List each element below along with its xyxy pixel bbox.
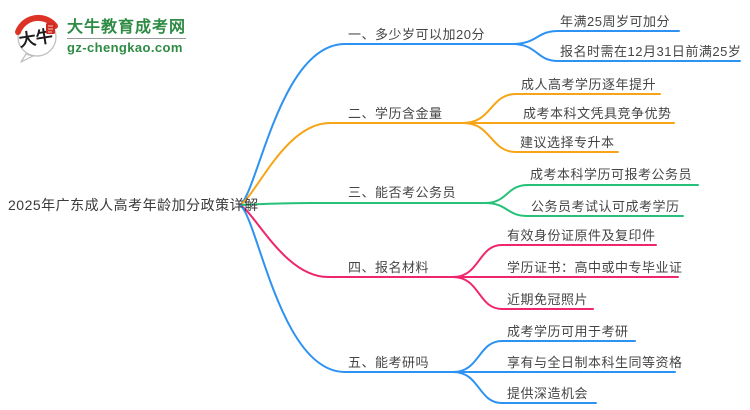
branch-1-child-1-line bbox=[511, 30, 680, 45]
bull-speech-bubble-icon: 大牛 bbox=[15, 14, 58, 63]
branch-5-label: 五、能考研吗 bbox=[348, 355, 430, 370]
branch-3-label: 三、能否考公务员 bbox=[348, 185, 457, 200]
site-name: 大牛教育成考网 bbox=[67, 19, 187, 36]
branch-2-child-3-label: 建议选择专升本 bbox=[520, 135, 615, 150]
central-topic: 2025年广东成人高考年龄加分政策详解 bbox=[8, 197, 259, 213]
branch-4-child-1-line bbox=[452, 244, 657, 278]
site-logo-text: 大牛教育成考网 gz-chengkao.com bbox=[67, 18, 187, 56]
branch-4-line bbox=[239, 204, 454, 278]
branch-4-child-3-label: 近期免冠照片 bbox=[507, 292, 589, 307]
branch-5-child-1-line bbox=[452, 340, 636, 373]
branch-1-child-1-label: 年满25周岁可加分 bbox=[560, 14, 670, 29]
branch-5-line bbox=[239, 204, 454, 373]
branch-2-child-1-line bbox=[462, 93, 661, 124]
branch-3-child-1-line bbox=[484, 184, 699, 204]
site-url: gz-chengkao.com bbox=[67, 38, 187, 56]
branch-1-label: 一、多少岁可以加20分 bbox=[348, 27, 485, 42]
site-logo: 大牛 大牛教育成考网 gz-chengkao.com bbox=[13, 11, 187, 63]
branch-1-line bbox=[239, 43, 513, 206]
branch-1-child-2-line bbox=[511, 43, 741, 62]
branch-2-child-1-label: 成人高考学历逐年提升 bbox=[521, 77, 657, 92]
branch-4-child-2-label: 学历证书：高中或中专毕业证 bbox=[507, 260, 683, 275]
branch-4-child-3-line bbox=[452, 276, 594, 310]
branch-3-child-1-label: 成考本科学历可报考公务员 bbox=[530, 167, 693, 182]
branch-3-child-2-label: 公务员考试认可成考学历 bbox=[531, 199, 680, 214]
branch-2-line bbox=[239, 122, 464, 206]
branch-5-child-3-line bbox=[452, 371, 597, 404]
branch-5-child-3-label: 提供深造机会 bbox=[507, 386, 589, 401]
branch-3-line bbox=[239, 202, 486, 206]
branch-5-child-1-label: 成考学历可用于考研 bbox=[507, 324, 629, 339]
branch-2-child-2-label: 成考本科文凭具竞争优势 bbox=[523, 106, 672, 121]
branch-1-child-2-label: 报名时需在12月31日前满25岁 bbox=[560, 44, 742, 59]
branch-3-child-2-line bbox=[484, 202, 684, 217]
branch-5-child-2-label: 享有与全日制本科生同等资格 bbox=[507, 355, 683, 370]
branch-4-child-1-label: 有效身份证原件及复印件 bbox=[507, 228, 656, 243]
branch-4-label: 四、报名材料 bbox=[348, 260, 430, 275]
branch-2-child-3-line bbox=[462, 122, 619, 153]
branch-2-label: 二、学历含金量 bbox=[348, 106, 443, 121]
